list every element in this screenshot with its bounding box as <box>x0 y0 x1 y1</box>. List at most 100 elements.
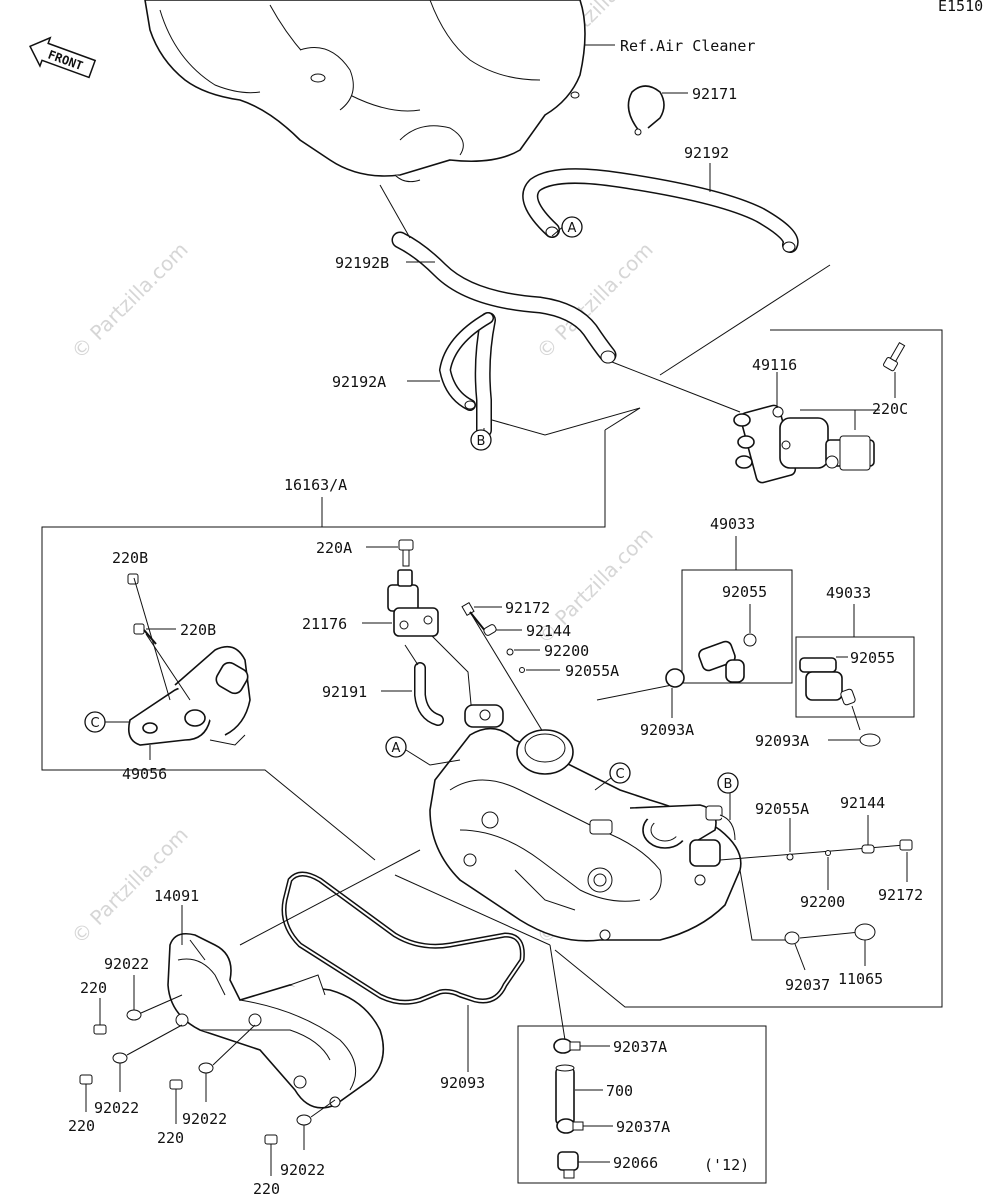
callout-220b-top: 220B <box>112 549 148 567</box>
leader-line <box>310 1099 336 1118</box>
callout-49033-left: 49033 <box>710 515 755 533</box>
leader-line <box>594 777 612 791</box>
clamp-92037a-bottom <box>556 1118 584 1134</box>
fitting-92066 <box>557 1151 579 1179</box>
callout-220c: 220C <box>872 400 908 418</box>
callout-21176: 21176 <box>302 615 347 633</box>
ref-marker-c <box>609 762 631 784</box>
cap-11065 <box>854 923 876 941</box>
diagram-code: E1510 <box>938 0 983 15</box>
injector-49033-right <box>799 657 856 706</box>
ref-marker-b <box>717 772 739 794</box>
callout-92022-c: 92022 <box>182 1110 227 1128</box>
injector-49033-left <box>698 633 757 683</box>
washer-92200 <box>825 850 831 856</box>
watermark: © Partzilla.com <box>67 237 193 363</box>
bolt-220-d <box>264 1134 278 1145</box>
screw-set-top <box>461 601 525 673</box>
spring-92144 <box>861 844 875 854</box>
callout-16163a: 16163/A <box>284 476 347 494</box>
leader-line <box>596 682 683 701</box>
leader-line <box>659 264 831 376</box>
callout-49116: 49116 <box>752 356 797 374</box>
callout-92055-right: 92055 <box>850 649 895 667</box>
callout-220b: 220B <box>180 621 216 639</box>
leader-line <box>611 361 741 413</box>
oring-92093a-left <box>665 668 685 688</box>
callout-92171: 92171 <box>692 85 737 103</box>
washer-92022-b <box>112 1052 128 1064</box>
callout-92037a-top: 92037A <box>613 1038 667 1056</box>
leader-line <box>719 844 906 861</box>
year-note: ('12) <box>704 1156 749 1174</box>
callout-92055-left: 92055 <box>722 583 767 601</box>
callout-92037: 92037 <box>785 976 830 994</box>
leader-line <box>405 749 461 766</box>
leader-line <box>140 994 183 1014</box>
ref-marker-b <box>470 429 492 451</box>
callout-92144: 92144 <box>840 794 885 812</box>
callout-92055a: 92055A <box>755 800 809 818</box>
callout-49033-right: 49033 <box>826 584 871 602</box>
leader-line <box>799 931 861 939</box>
callout-92066: 92066 <box>613 1154 658 1172</box>
bolt-220-b <box>79 1074 93 1085</box>
callout-92172: 92172 <box>878 886 923 904</box>
ref-marker-a <box>561 216 583 238</box>
hose-92192b <box>391 231 617 364</box>
hose-92191 <box>414 662 444 726</box>
callout-220-c: 220 <box>157 1129 184 1147</box>
watermark: © Partzilla.com <box>67 822 193 948</box>
callout-92172-top: 92172 <box>505 599 550 617</box>
leader-line <box>145 633 191 701</box>
bracket-49056 <box>127 645 251 746</box>
leader-line <box>851 705 861 731</box>
ref-marker-a <box>385 736 407 758</box>
leader-line <box>491 407 641 436</box>
callout-92192: 92192 <box>684 144 729 162</box>
ref-marker-c-text: C <box>615 767 624 782</box>
clamp-92037a-top <box>553 1038 581 1054</box>
throttle-body <box>429 704 742 942</box>
bolt-220-a <box>93 1024 107 1035</box>
leader-line <box>212 1024 256 1066</box>
clamp-92037 <box>784 931 800 945</box>
callout-14091: 14091 <box>154 887 199 905</box>
box-49033-left <box>681 569 793 684</box>
callout-220-d: 220 <box>253 1180 280 1198</box>
bolt-220-c <box>169 1079 183 1090</box>
callout-92093a-right: 92093A <box>755 732 809 750</box>
leader-line <box>126 1024 183 1056</box>
ref-marker-a-text: A <box>568 221 577 236</box>
air-cleaner-housing <box>144 0 586 183</box>
hose-700 <box>555 1064 575 1125</box>
ref-marker-b-text: B <box>724 777 733 792</box>
washer-92022-a <box>126 1009 142 1021</box>
callout-92055a-top: 92055A <box>565 662 619 680</box>
callout-92192a: 92192A <box>332 373 386 391</box>
bolt-220b <box>133 623 157 645</box>
leader-line <box>404 644 419 666</box>
callout-92144-top: 92144 <box>526 622 571 640</box>
callout-92191: 92191 <box>322 683 367 701</box>
leader-line <box>549 944 566 1041</box>
ref-marker-b-text: B <box>477 434 486 449</box>
callout-92093: 92093 <box>440 1074 485 1092</box>
callout-700: 700 <box>606 1082 633 1100</box>
clamp-92171 <box>627 85 665 136</box>
callout-92200-top: 92200 <box>544 642 589 660</box>
box-12-parts <box>517 1025 767 1184</box>
callout-92022-b: 92022 <box>94 1099 139 1117</box>
sensor-21176 <box>387 569 439 637</box>
leader-line <box>379 184 411 239</box>
callout-49056: 49056 <box>122 765 167 783</box>
leader-line <box>239 849 421 946</box>
washer-92022-c <box>198 1062 214 1074</box>
leader-line <box>739 869 785 941</box>
leader-line <box>604 407 641 431</box>
bolt-220a <box>398 539 414 567</box>
callout-92093a-left: 92093A <box>640 721 694 739</box>
leader-line <box>431 635 473 716</box>
cover-14091 <box>167 932 385 1109</box>
